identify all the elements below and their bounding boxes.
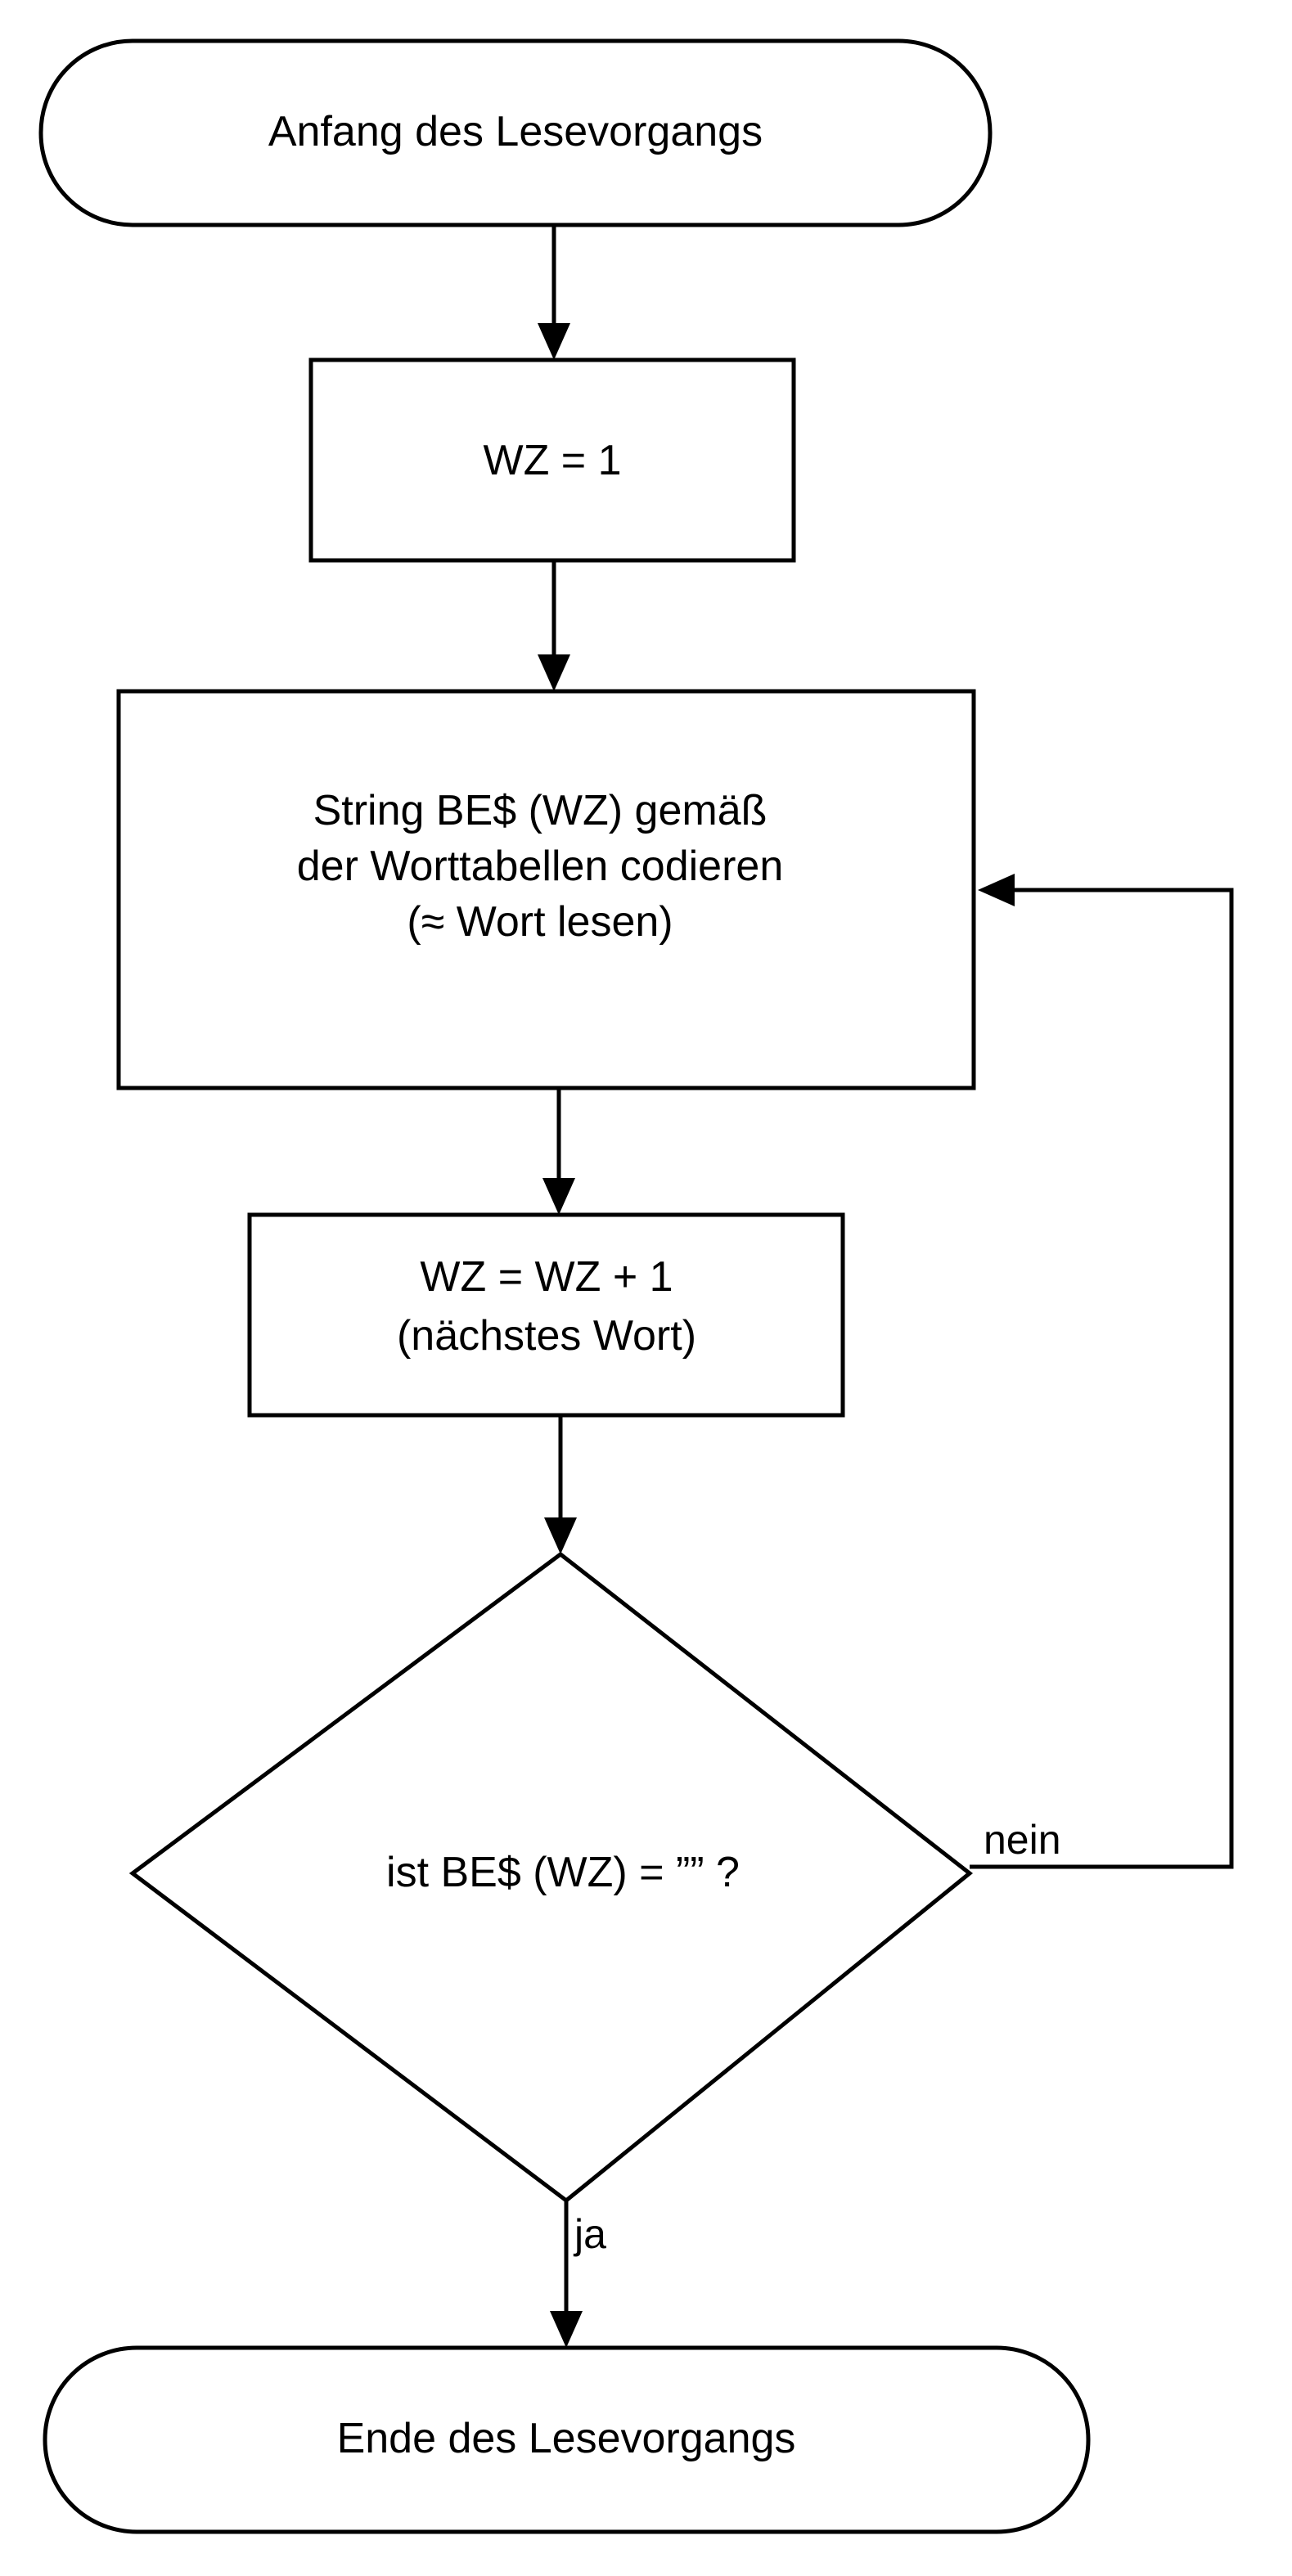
increment-process-shape: [247, 1212, 845, 1418]
edge-start-to-init-arrowhead: [538, 323, 570, 360]
edge-no-label: nein: [984, 1817, 1061, 1863]
decision-diamond: ist BE$ (WZ) = ”” ?: [128, 1551, 974, 2204]
increment-process-line-2: (nächstes Wort): [397, 1312, 696, 1360]
edge-decision-yes: ja: [550, 2201, 606, 2348]
edge-start-to-init: [538, 225, 570, 360]
increment-process-line-1: WZ = WZ + 1: [420, 1253, 673, 1301]
init-process: WZ = 1: [308, 357, 796, 563]
encode-process: String BE$ (WZ) gemäß der Worttabellen c…: [116, 689, 976, 1090]
edge-decision-no-loop-arrowhead: [978, 874, 1015, 906]
init-process-shape: [308, 357, 796, 563]
edge-decision-yes-arrowhead: [550, 2311, 583, 2348]
edge-decision-no-loop: nein: [970, 874, 1234, 1869]
init-process-label: WZ = 1: [483, 437, 621, 484]
increment-process: WZ = WZ + 1 (nächstes Wort): [247, 1212, 845, 1418]
start-terminal: Anfang des Lesevorgangs: [38, 38, 993, 227]
encode-process-line-3: (≈ Wort lesen): [407, 898, 673, 946]
start-terminal-label: Anfang des Lesevorgangs: [268, 108, 763, 155]
edge-init-to-encode: [538, 560, 570, 691]
encode-process-shape: [116, 689, 976, 1090]
decision-diamond-label: ist BE$ (WZ) = ”” ?: [386, 1849, 740, 1896]
edge-decision-no-loop-line: [970, 888, 1234, 1869]
start-terminal-shape: [38, 38, 993, 227]
edge-encode-to-increment-arrowhead: [542, 1178, 575, 1215]
end-terminal-shape: [43, 2345, 1091, 2534]
edge-increment-to-decision: [544, 1415, 577, 1554]
edge-encode-to-increment: [542, 1088, 575, 1215]
encode-process-line-1: String BE$ (WZ) gemäß: [313, 787, 768, 834]
encode-process-line-2: der Worttabellen codieren: [297, 843, 784, 890]
end-terminal-label: Ende des Lesevorgangs: [337, 2415, 796, 2462]
edge-init-to-encode-arrowhead: [538, 654, 570, 691]
end-terminal: Ende des Lesevorgangs: [43, 2345, 1091, 2534]
edge-increment-to-decision-arrowhead: [544, 1517, 577, 1554]
edge-yes-label: ja: [573, 2211, 606, 2257]
